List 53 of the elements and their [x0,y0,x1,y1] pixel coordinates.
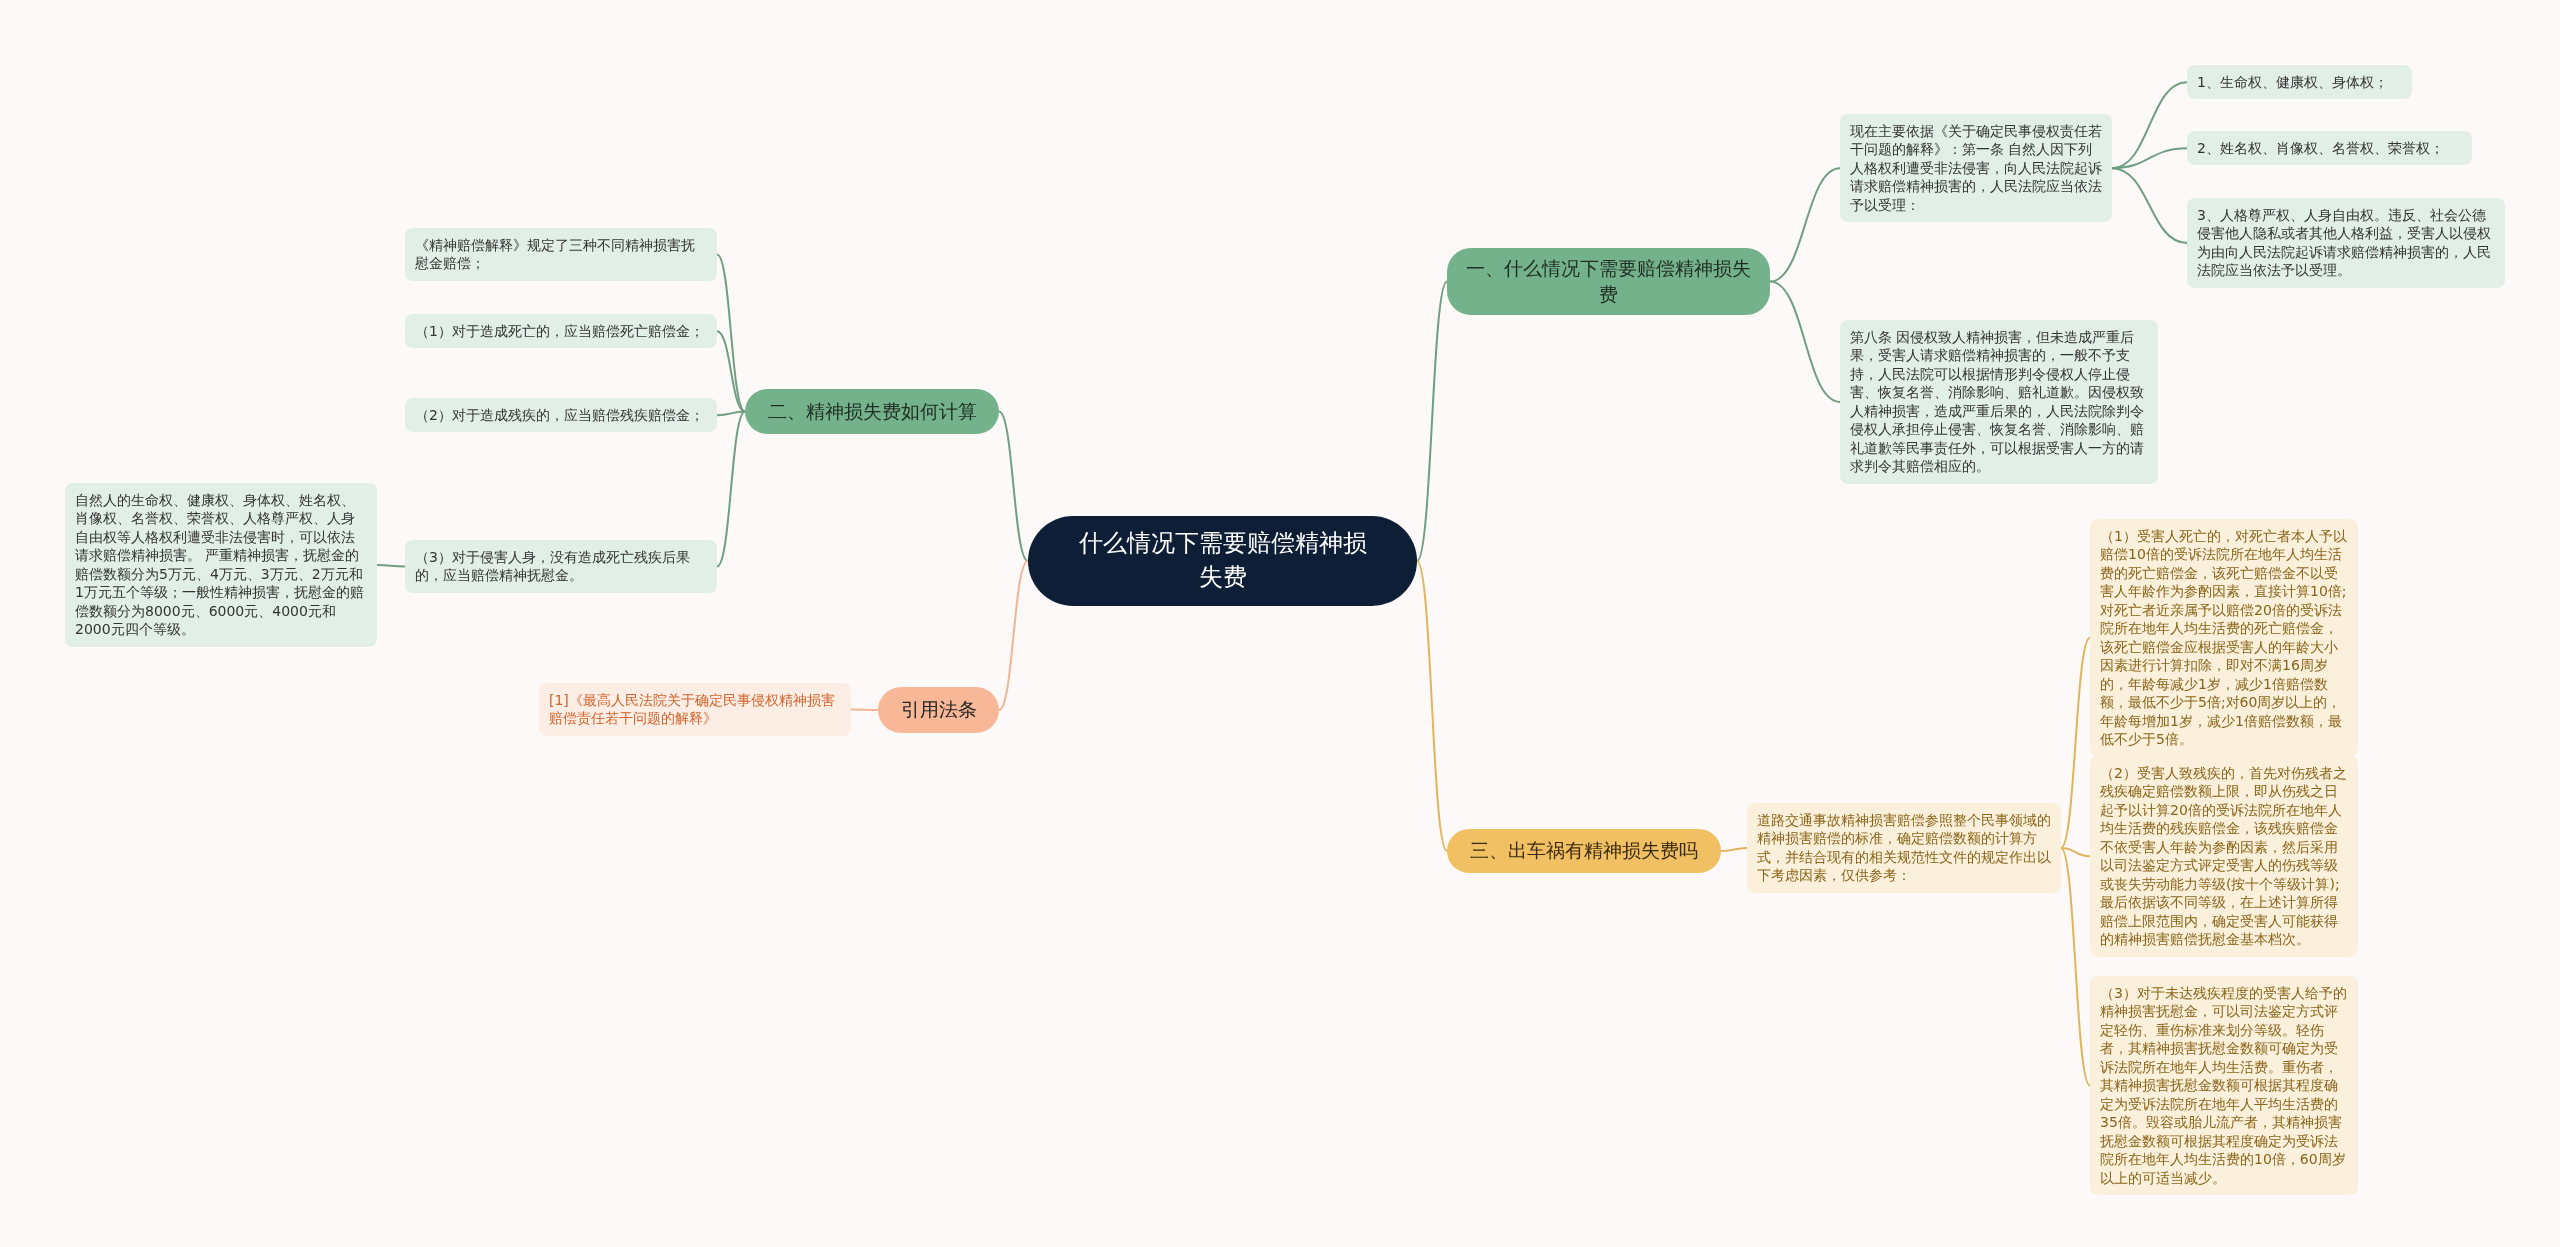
topic-text: 二、精神损失费如何计算 [767,398,977,424]
note-card [1840,320,2158,484]
connector-line [376,563,406,568]
note-card [1747,803,2061,893]
connector-line [2060,636,2091,849]
note-card [539,683,851,736]
note-text: （3）对于未达残疾程度的受害人给予的精神损害抚慰金，可以司法鉴定方式评定轻伤、重伤标准来划分等级。轻伤者，其精神损害抚慰金数额可确定为受诉法院所在地年人均生活费。重伤者，其精神损害抚慰金数额可根据其程度确定为受诉法院所在地年人平均生活费的35倍。毁容或胎儿流产者，其精神损害抚慰金数额可根据其程度确定为受诉法院所在地年人均生活费的10倍，60周岁以上的可适当减少。 [2100,984,2348,1188]
connector-line [850,708,879,711]
connector-line [998,410,1029,562]
note-card [2187,65,2412,100]
branch-topic [745,389,999,434]
topic-text: 什么情况下需要赔偿精神损失费 [1078,528,1367,593]
branch-topic [1447,248,1770,315]
connector-line [1769,280,1841,403]
connector-line [716,410,746,417]
note-text: 2、姓名权、肖像权、名誉权、荣誉权； [2197,139,2445,158]
branch-topic [1447,829,1721,873]
note-text: 道路交通事故精神损害赔偿参照整个民事领域的精神损害赔偿的标准，确定赔偿数额的计算方式，并结合现有的相关规范性文件的规定作出以下考虑因素，仅供参考： [1757,811,2051,885]
note-text: （3）对于侵害人身，没有造成死亡残疾后果的，应当赔偿精神抚慰金。 [415,548,691,585]
note-text: 现在主要依据《关于确定民事侵权责任若干问题的解释》：第一条 自然人因下列人格权利遭受非法侵害，向人民法院起诉请求赔偿精神损害的，人民法院应当依法予以受理： [1850,122,2102,215]
connector-line [716,330,746,413]
note-text: [1]《最高人民法院关于确定民事侵权精神损害赔偿责任若干问题的解释》 [549,691,836,728]
topic-text: 三、出车祸有精神损失费吗 [1470,838,1698,863]
note-text: 第八条 因侵权致人精神损害，但未造成严重后果，受害人请求赔偿精神损害的，一般不予支持，人民法院可以根据情形判令侵权人停止侵害、恢复名誉、消除影响、赔礼道歉。因侵权致人精神损害，造成严重后果的，人民法院除判令侵权人承担停止侵害、恢复名誉、消除影响、赔礼道歉等民事责任外，可以根据受害人一方的请求判令其赔偿相应的。 [1850,328,2145,476]
note-text: （2）受害人致残疾的，首先对伤残者之残疾确定赔偿数额上限，即从伤残之日起予以计算20倍的受诉法院所在地年人均生活费的残疾赔偿金，该残疾赔偿金不依受害人年龄为参酌因素，然后采用以司法鉴定方式评定受害人的伤残等级或丧失劳动能力等级(按十个等级计算);最后依据该不同等级，在上述计算所得赔偿上限范围内，确定受害人可能获得的精神损害赔偿抚慰金基本档次。 [2100,764,2348,949]
note-text: （1）对于造成死亡的，应当赔偿死亡赔偿金； [415,322,705,341]
note-card [405,228,717,281]
note-text: 3、人格尊严权、人身自由权。违反、社会公德侵害他人隐私或者其他人格利益，受害人以侵权为由向人民法院起诉请求赔偿精神损害的，人民法院应当依法予以受理。 [2197,206,2492,280]
topic-text: 一、什么情况下需要赔偿精神损失费 [1465,255,1752,307]
note-card [405,540,717,593]
connector-line [716,253,746,413]
note-card [65,483,377,647]
connector-line [998,560,1029,711]
connector-line [2060,846,2091,1087]
note-text: 《精神赔偿解释》规定了三种不同精神损害抚慰金赔偿； [415,236,696,273]
connector-line [1416,280,1448,562]
note-card [405,398,717,433]
note-text: （2）对于造成残疾的，应当赔偿残疾赔偿金； [415,406,705,425]
note-card [405,314,717,349]
connector-line [2111,167,2188,244]
connector-line [1769,167,1841,283]
note-card [1840,114,2112,223]
note-card [2187,198,2505,288]
topic-text: 引用法条 [900,697,977,722]
connector-line [716,410,746,568]
connector-line [1416,560,1448,852]
note-text: 1、生命权、健康权、身体权； [2197,73,2389,92]
note-card [2187,131,2472,166]
connector-line [2060,846,2091,858]
connector-line [1720,846,1748,852]
note-text: （1）受害人死亡的，对死亡者本人予以赔偿10倍的受诉法院所在地年人均生活费的死亡赔偿金，该死亡赔偿金不以受害人年龄作为参酌因素，直接计算10倍;对死亡者近亲属予以赔偿20倍的受诉法院所在地年人均生活费的死亡赔偿金，该死亡赔偿金应根据受害人的年龄大小因素进行计算扣除，即对不满16周岁的，年龄每减少1岁，减少1倍赔偿数额，最低不少于5倍;对60周岁以上的，年龄每增加1岁，减少1倍赔偿数额，最低不少于5倍。 [2100,527,2348,749]
branch-topic [878,687,999,733]
note-text: 自然人的生命权、健康权、身体权、姓名权、肖像权、名誉权、荣誉权、人格尊严权、人身自由权等人格权利遭受非法侵害时，可以依法请求赔偿精神损害。 严重精神损害，抚慰金的赔偿数额分为5万元、4万元、3万元、2万元和1万元五个等级；一般性精神损害，抚慰金的赔偿数额分为8000元、6000元、4000元和2000元四个等级。 [75,491,365,639]
